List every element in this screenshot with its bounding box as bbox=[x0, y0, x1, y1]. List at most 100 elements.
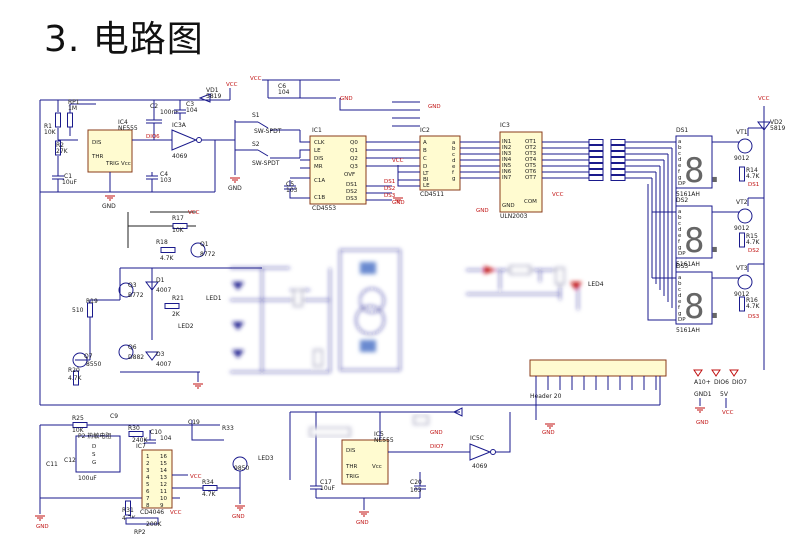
svg-text:D3: D3 bbox=[156, 351, 165, 358]
svg-text:OT7: OT7 bbox=[525, 175, 537, 181]
svg-text:e: e bbox=[678, 233, 682, 239]
svg-text:4: 4 bbox=[146, 475, 150, 481]
svg-text:3: 3 bbox=[146, 468, 150, 474]
svg-text:a: a bbox=[452, 140, 455, 146]
svg-text:ULN2003: ULN2003 bbox=[500, 213, 528, 220]
svg-text:IN5: IN5 bbox=[502, 163, 512, 169]
svg-text:D1: D1 bbox=[156, 277, 165, 284]
svg-text:DIO7: DIO7 bbox=[430, 444, 444, 450]
svg-text:OT6: OT6 bbox=[525, 169, 537, 175]
svg-text:DP: DP bbox=[678, 317, 686, 323]
ne555-ic5-section: IC5 NE555 DIS THR TRIG Vcc DIO7 IC5C 406… bbox=[289, 407, 511, 526]
svg-text:9850: 9850 bbox=[234, 465, 249, 472]
svg-text:THR: THR bbox=[91, 154, 103, 160]
svg-text:OVF: OVF bbox=[344, 172, 355, 178]
svg-text:IC1: IC1 bbox=[312, 127, 322, 134]
svg-text:5819: 5819 bbox=[770, 125, 785, 132]
svg-text:S2: S2 bbox=[252, 141, 260, 148]
svg-text:IC3A: IC3A bbox=[172, 122, 187, 129]
svg-text:c: c bbox=[678, 221, 681, 227]
svg-text:C17: C17 bbox=[320, 479, 332, 486]
svg-text:DS1: DS1 bbox=[676, 127, 688, 134]
svg-text:IN6: IN6 bbox=[502, 169, 512, 175]
segment-resistor-array bbox=[588, 139, 626, 181]
svg-text:e: e bbox=[678, 163, 682, 169]
svg-text:8: 8 bbox=[146, 503, 150, 509]
svg-text:d: d bbox=[452, 158, 456, 164]
svg-text:GND: GND bbox=[228, 185, 242, 192]
svg-text:VT1: VT1 bbox=[736, 129, 748, 136]
svg-text:f: f bbox=[452, 170, 455, 176]
svg-text:DIS: DIS bbox=[314, 156, 324, 162]
svg-text:Q3: Q3 bbox=[128, 282, 137, 289]
svg-text:9012: 9012 bbox=[734, 291, 749, 298]
svg-text:C11: C11 bbox=[46, 461, 58, 468]
svg-text:5161AH: 5161AH bbox=[676, 191, 700, 198]
svg-text:S: S bbox=[92, 452, 96, 458]
svg-text:C: C bbox=[423, 156, 427, 162]
svg-text:R15: R15 bbox=[746, 233, 758, 240]
svg-text:VD1: VD1 bbox=[206, 87, 219, 94]
svg-text:VCC: VCC bbox=[226, 82, 238, 88]
svg-text:DP: DP bbox=[678, 181, 686, 187]
svg-text:TRIG: TRIG bbox=[105, 161, 119, 167]
svg-text:510: 510 bbox=[72, 307, 84, 314]
svg-text:13: 13 bbox=[160, 475, 167, 481]
svg-text:DS3: DS3 bbox=[676, 263, 688, 270]
svg-text:10K: 10K bbox=[72, 427, 85, 434]
svg-text:DS2: DS2 bbox=[748, 248, 759, 254]
svg-text:DS3: DS3 bbox=[346, 196, 358, 202]
svg-text:IC4: IC4 bbox=[118, 119, 128, 126]
svg-text:e: e bbox=[678, 299, 682, 305]
svg-text:d: d bbox=[678, 293, 682, 299]
svg-text:C1: C1 bbox=[64, 173, 72, 180]
svg-text:4069: 4069 bbox=[172, 153, 187, 160]
svg-text:R20: R20 bbox=[68, 367, 80, 374]
svg-text:GND: GND bbox=[102, 203, 116, 210]
svg-text:R33: R33 bbox=[222, 425, 234, 432]
svg-text:103: 103 bbox=[286, 187, 298, 194]
svg-text:LED1: LED1 bbox=[206, 295, 222, 302]
svg-text:103: 103 bbox=[410, 487, 422, 494]
svg-text:C3: C3 bbox=[186, 101, 194, 108]
svg-text:DS1: DS1 bbox=[384, 179, 395, 185]
svg-text:10uF: 10uF bbox=[62, 179, 77, 186]
svg-text:GND1: GND1 bbox=[694, 391, 712, 398]
svg-text:c: c bbox=[678, 151, 681, 157]
svg-text:NE555: NE555 bbox=[374, 437, 394, 444]
display-driver-transistors: VT1 9012 VT2 9012 VT3 9012 R14 4.7K R15 … bbox=[712, 96, 785, 370]
svg-text:a: a bbox=[678, 275, 681, 281]
svg-text:IN3: IN3 bbox=[502, 151, 512, 157]
svg-text:f: f bbox=[678, 239, 681, 245]
svg-text:DS2: DS2 bbox=[346, 189, 357, 195]
svg-text:GND: GND bbox=[232, 514, 245, 520]
svg-text:9: 9 bbox=[160, 503, 164, 509]
svg-text:R34: R34 bbox=[202, 479, 214, 486]
svg-text:D: D bbox=[423, 164, 427, 170]
svg-text:DS1: DS1 bbox=[748, 182, 759, 188]
svg-text:IN4: IN4 bbox=[502, 157, 512, 163]
ic4-chip bbox=[87, 129, 133, 173]
svg-text:IC2: IC2 bbox=[420, 127, 430, 134]
ic1-chip bbox=[309, 135, 367, 205]
page-title: 3. 电路图 bbox=[44, 19, 204, 60]
svg-text:Q2: Q2 bbox=[350, 156, 358, 162]
svg-text:Q1: Q1 bbox=[350, 148, 358, 154]
svg-text:C9: C9 bbox=[110, 413, 118, 420]
svg-text:15: 15 bbox=[160, 461, 167, 467]
ic7-chip bbox=[141, 449, 173, 509]
r1-label: R1 bbox=[44, 123, 52, 130]
svg-text:4.7K: 4.7K bbox=[746, 173, 761, 180]
svg-text:5: 5 bbox=[146, 482, 150, 488]
svg-text:4.7K: 4.7K bbox=[202, 491, 217, 498]
svg-text:5819: 5819 bbox=[206, 93, 221, 100]
svg-text:R30: R30 bbox=[128, 425, 140, 432]
svg-text:Q0: Q0 bbox=[350, 140, 358, 146]
svg-text:4.7K: 4.7K bbox=[160, 255, 175, 262]
svg-text:GND: GND bbox=[502, 203, 515, 209]
svg-text:e: e bbox=[452, 164, 456, 170]
svg-text:GND: GND bbox=[542, 430, 555, 436]
svg-text:C5: C5 bbox=[286, 181, 294, 188]
svg-text:27K: 27K bbox=[56, 148, 69, 155]
